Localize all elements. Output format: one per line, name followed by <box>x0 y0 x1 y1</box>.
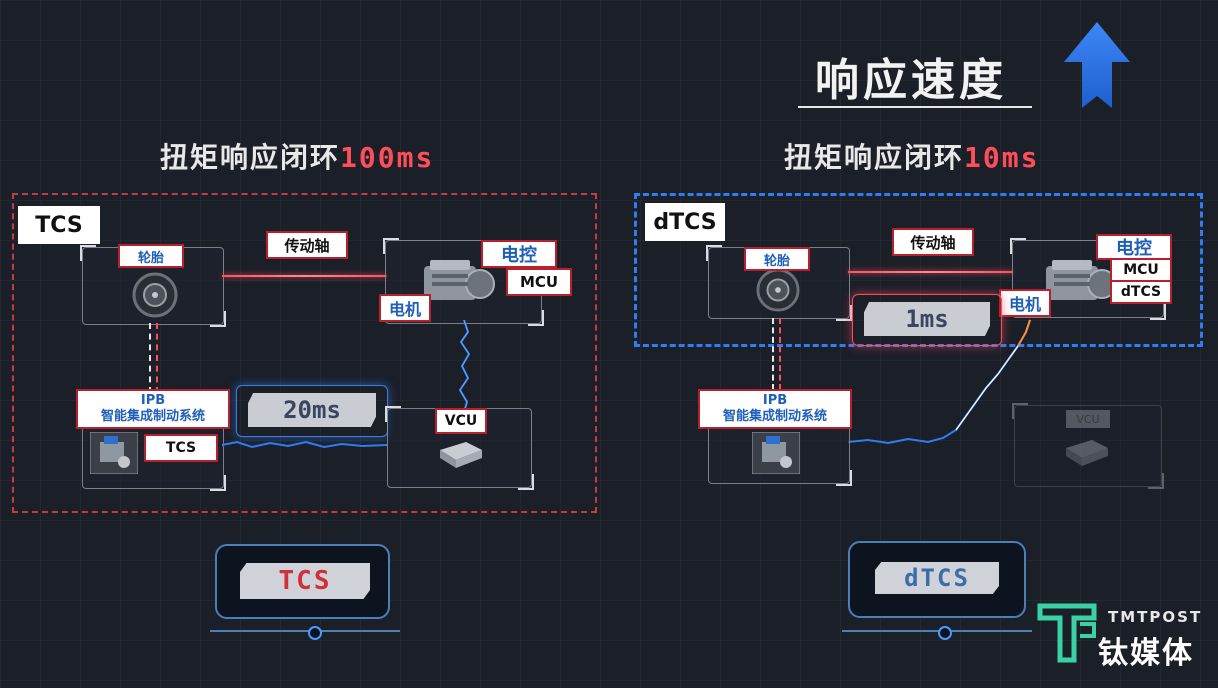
right-brake-link <box>772 318 774 390</box>
left-ipb-vcu-link <box>222 440 387 449</box>
right-timer: 1ms <box>864 302 990 336</box>
left-title: 扭矩响应闭环100ms <box>160 136 434 176</box>
right-system-label: dTCS <box>645 203 725 241</box>
right-brake-unit-icon <box>752 432 800 474</box>
left-ipb-label: IPB 智能集成制动系统 <box>76 389 230 429</box>
left-timer: 20ms <box>248 393 376 427</box>
right-timer-frame <box>852 294 1002 346</box>
right-motor-unit-icon <box>1046 260 1117 300</box>
right-tire-label: 轮胎 <box>744 247 810 271</box>
right-controller-label: 电控 <box>1096 234 1172 260</box>
left-ipb-line2: 智能集成制动系统 <box>100 409 205 424</box>
left-mcu-label: MCU <box>506 268 572 296</box>
left-brake-link-red <box>156 323 158 393</box>
right-title-ms: 10ms <box>964 141 1040 174</box>
left-title-ms: 100ms <box>340 141 435 174</box>
title-underline <box>798 106 1032 108</box>
left-brake-link <box>149 323 151 393</box>
left-shaft-line <box>222 275 387 277</box>
right-badge-dot <box>938 626 952 640</box>
right-title: 扭矩响应闭环10ms <box>784 136 1039 176</box>
right-ipb-line1: IPB <box>762 393 788 408</box>
left-badge-dot <box>308 626 322 640</box>
right-brake-link-red <box>779 318 781 390</box>
left-title-text: 扭矩响应闭环 <box>160 141 341 174</box>
right-mcu-label: MCU <box>1110 258 1172 282</box>
left-badge: TCS <box>240 563 370 599</box>
brake-unit-icon <box>90 432 138 474</box>
tmtpost-logo-icon <box>1037 603 1097 663</box>
right-dtcs-tag: dTCS <box>1110 280 1172 304</box>
tire-icon <box>132 272 178 318</box>
left-tcs-tag: TCS <box>144 434 218 462</box>
arrow-up-icon <box>1064 22 1130 108</box>
right-vcu-icon <box>1066 440 1108 466</box>
right-motor-label: 电机 <box>999 289 1051 317</box>
right-badge-base <box>842 630 1032 632</box>
left-badge-base <box>210 630 400 632</box>
right-ipb-line2: 智能集成制动系统 <box>722 409 827 424</box>
right-title-text: 扭矩响应闭环 <box>784 141 965 174</box>
left-ipb-line1: IPB <box>140 393 166 408</box>
left-shaft-label: 传动轴 <box>266 231 348 259</box>
right-vcu-label: VCU <box>1066 410 1110 428</box>
left-tire-label: 轮胎 <box>118 244 184 268</box>
motor-unit-icon <box>424 260 495 300</box>
vcu-icon <box>440 442 482 468</box>
watermark-brand-en: TMTPOST <box>1108 608 1203 626</box>
left-motor-label: 电机 <box>379 294 431 322</box>
left-system-label: TCS <box>18 206 100 244</box>
right-ipb-motor-link <box>848 319 1031 445</box>
right-tire-icon <box>756 268 800 312</box>
left-dashed-frame <box>12 193 597 513</box>
right-shaft-line <box>848 271 1013 273</box>
right-shaft-label: 传动轴 <box>892 228 974 256</box>
right-badge: dTCS <box>875 562 999 594</box>
page-title: 响应速度 <box>815 55 1007 106</box>
watermark-brand-cn: 钛媒体 <box>1098 636 1194 671</box>
left-vcu-label: VCU <box>435 408 487 434</box>
left-controller-label: 电控 <box>481 240 557 268</box>
right-ipb-label: IPB 智能集成制动系统 <box>698 389 852 429</box>
left-vcu-link <box>458 320 471 412</box>
